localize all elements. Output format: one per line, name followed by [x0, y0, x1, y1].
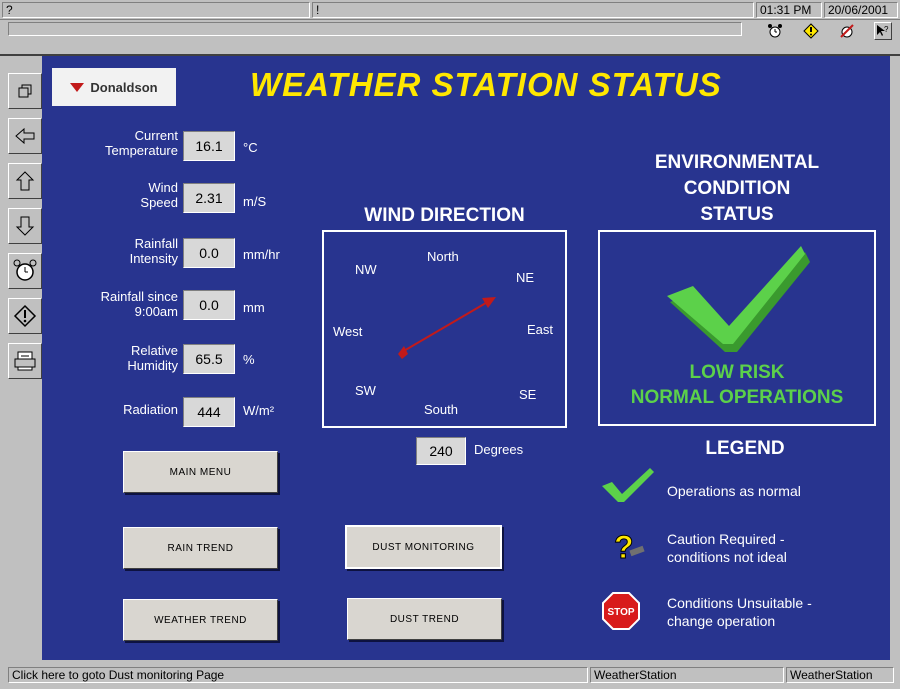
- large-check-icon: [667, 246, 810, 352]
- dust-trend-button[interactable]: DUST TREND: [347, 598, 502, 640]
- rainfall-since-label-line1: Rainfall since: [100, 289, 178, 304]
- status-station-2: WeatherStation: [786, 667, 894, 683]
- rainfall-since-unit: mm: [243, 300, 265, 315]
- temperature-unit: °C: [243, 140, 258, 155]
- wind-speed-label-line1: Wind: [148, 180, 178, 195]
- wind-speed-unit: m/S: [243, 194, 267, 209]
- warning-diamond-icon[interactable]: [8, 298, 42, 334]
- humidity-label-line2: Humidity: [127, 358, 178, 373]
- legend-unsuitable-line1: Conditions Unsuitable -: [667, 595, 812, 611]
- rain-trend-button[interactable]: RAIN TREND: [123, 527, 278, 569]
- status-bar: Click here to goto Dust monitoring Page …: [0, 660, 900, 689]
- compass-se: SE: [519, 387, 537, 402]
- legend-caution-icon: ?: [614, 529, 645, 566]
- radiation-value: 444: [183, 397, 235, 427]
- windows-icon[interactable]: [8, 73, 42, 109]
- legend-unsuitable-text: Conditions Unsuitable - change operation: [667, 594, 812, 630]
- legend-check-icon: [602, 468, 654, 502]
- radiation-unit: W/m²: [243, 403, 275, 418]
- wind-degrees-label: Degrees: [474, 442, 524, 457]
- environment-heading-line1: ENVIRONMENTAL: [654, 152, 820, 173]
- compass-east: East: [527, 322, 554, 337]
- help-field[interactable]: ?: [2, 2, 310, 18]
- svg-text:?: ?: [884, 25, 889, 34]
- rainfall-intensity-unit: mm/hr: [243, 247, 280, 262]
- wind-compass: North NW NE West East SW SE South: [322, 230, 567, 428]
- alarm-mark: !: [316, 3, 320, 17]
- wind-speed-value: 2.31: [183, 183, 235, 213]
- rainfall-since-label-line2: 9:00am: [134, 304, 178, 319]
- rainfall-since-label: Rainfall since 9:00am: [62, 289, 178, 319]
- print-icon[interactable]: [8, 343, 42, 379]
- weather-trend-button[interactable]: WEATHER TREND: [123, 599, 278, 641]
- back-arrow-icon[interactable]: [8, 118, 42, 154]
- legend-stop-label: STOP: [607, 607, 634, 618]
- up-arrow-icon[interactable]: [8, 163, 42, 199]
- rainfall-intensity-label-line2: Intensity: [129, 251, 178, 266]
- wind-arrow: [398, 297, 496, 359]
- toolbar: ?: [0, 20, 900, 56]
- logo-text: Donaldson: [90, 79, 158, 95]
- compass-nw: NW: [355, 262, 377, 277]
- dust-monitoring-button[interactable]: DUST MONITORING: [345, 525, 502, 569]
- clock-time: 01:31 PM: [756, 2, 822, 18]
- command-field[interactable]: [8, 22, 742, 36]
- help-cursor-icon[interactable]: ?: [874, 22, 892, 40]
- alarm-clock-icon[interactable]: [8, 253, 42, 289]
- rainfall-intensity-label: Rainfall Intensity: [62, 236, 178, 266]
- risk-level: LOW RISK: [689, 362, 785, 383]
- page-title: WEATHER STATION STATUS: [250, 66, 722, 103]
- legend-stop-icon: STOP: [602, 592, 640, 630]
- environment-heading: ENVIRONMENTAL CONDITION STATUS: [598, 150, 876, 228]
- legend-caution-mark: ?: [614, 529, 634, 565]
- toolbar-icons: ?: [766, 22, 892, 40]
- wind-speed-label: Wind Speed: [62, 180, 178, 210]
- alarm-field[interactable]: !: [312, 2, 754, 18]
- wind-speed-label-line2: Speed: [140, 195, 178, 210]
- legend-caution-line1: Caution Required -: [667, 531, 785, 547]
- compass-west: West: [333, 324, 363, 339]
- legend-caution-line2: conditions not ideal: [667, 549, 787, 565]
- clock-date: 20/06/2001: [824, 2, 898, 18]
- operations-status: NORMAL OPERATIONS: [630, 387, 844, 408]
- compass-south: South: [424, 402, 458, 417]
- legend-unsuitable-line2: change operation: [667, 613, 776, 629]
- humidity-label-line1: Relative: [131, 343, 178, 358]
- legend-heading: LEGEND: [705, 438, 785, 459]
- legend-normal-text: Operations as normal: [667, 483, 801, 499]
- humidity-label: Relative Humidity: [62, 343, 178, 373]
- rainfall-intensity-label-line1: Rainfall: [134, 236, 178, 251]
- title-bar: ? ! 01:31 PM 20/06/2001: [0, 0, 900, 20]
- humidity-unit: %: [243, 352, 255, 367]
- left-toolbar: [8, 73, 42, 388]
- compass-north: North: [427, 249, 459, 264]
- legend-caution-text: Caution Required - conditions not ideal: [667, 530, 787, 566]
- main-menu-button[interactable]: MAIN MENU: [123, 451, 278, 493]
- radiation-label: Radiation: [123, 402, 178, 417]
- temperature-label-line1: Current: [134, 128, 178, 143]
- rainfall-since-value: 0.0: [183, 290, 235, 320]
- down-arrow-icon[interactable]: [8, 208, 42, 244]
- humidity-value: 65.5: [183, 344, 235, 374]
- wind-direction-heading: WIND DIRECTION: [364, 205, 525, 226]
- alarm-clock-icon[interactable]: [766, 22, 784, 40]
- compass-ne: NE: [516, 270, 535, 285]
- environment-heading-line2: CONDITION: [683, 178, 791, 199]
- status-message: Click here to goto Dust monitoring Page: [8, 667, 588, 683]
- warning-diamond-icon[interactable]: [802, 22, 820, 40]
- logo-triangle-icon: [70, 82, 85, 92]
- environment-status-box: LOW RISK NORMAL OPERATIONS: [598, 230, 876, 426]
- temperature-value: 16.1: [183, 131, 235, 161]
- status-station-1: WeatherStation: [590, 667, 784, 683]
- company-logo: Donaldson: [52, 68, 176, 106]
- wind-degrees-value: 240: [416, 437, 466, 465]
- environment-heading-line3: STATUS: [700, 204, 774, 225]
- rainfall-intensity-value: 0.0: [183, 238, 235, 268]
- temperature-label: Current Temperature: [62, 128, 178, 158]
- compass-sw: SW: [355, 383, 376, 398]
- temperature-label-line2: Temperature: [105, 143, 178, 158]
- alarm-off-icon[interactable]: [838, 22, 856, 40]
